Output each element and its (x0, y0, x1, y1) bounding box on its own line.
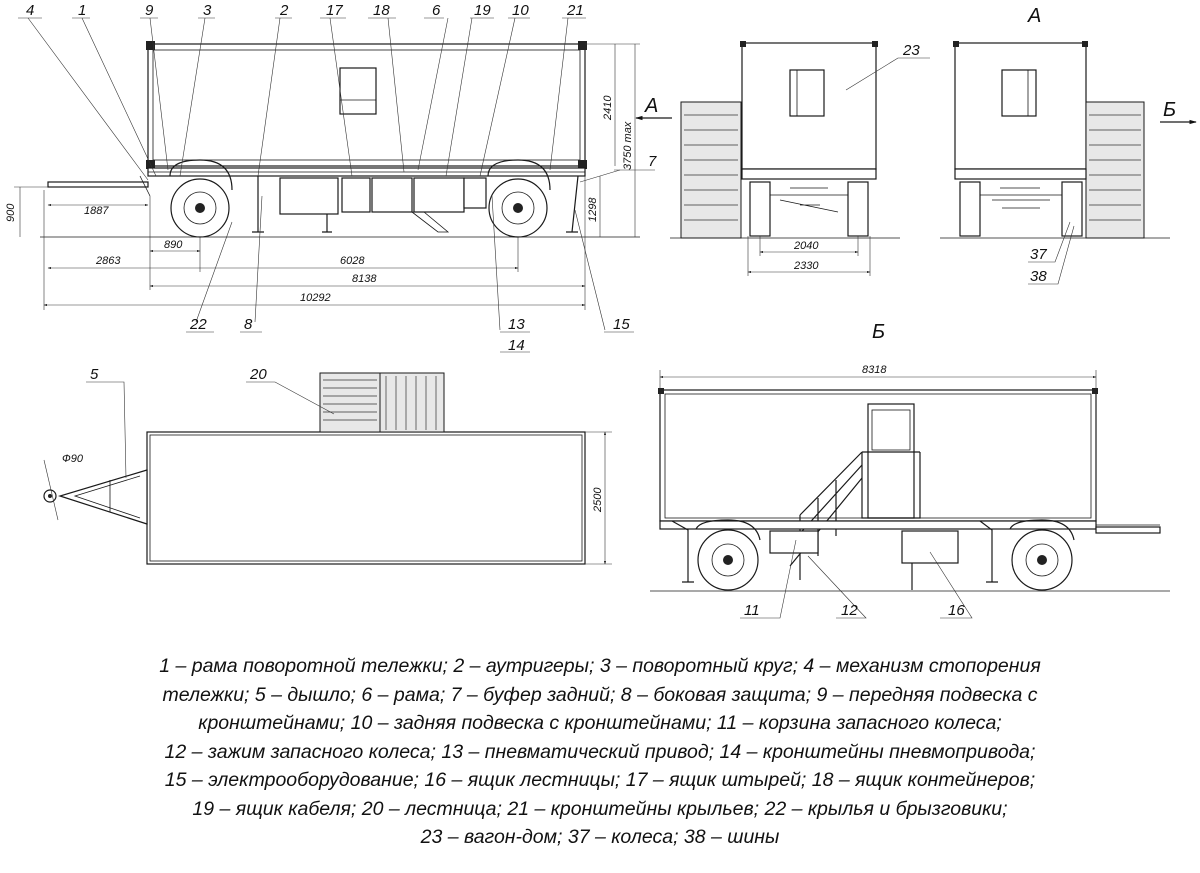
drawbar-side (47, 181, 149, 188)
callout-14: 14 (508, 337, 525, 354)
dim-890: 890 (164, 239, 183, 251)
dim-1298: 1298 (587, 197, 599, 222)
top-view (43, 372, 612, 565)
callout-labels: 4 1 9 3 2 17 18 6 19 10 21 7 22 8 13 14 … (26, 2, 1047, 619)
legend-line: тележки; 5 – дышло; 6 – рама; 7 – буфер … (162, 683, 1038, 706)
drawbar-top (57, 469, 148, 525)
dim-8138: 8138 (352, 273, 377, 285)
callout-15: 15 (613, 316, 630, 333)
legend-line: кронштейнами; 10 – задняя подвеска с кро… (198, 712, 1002, 734)
legend-line: 23 – вагон-дом; 37 – колеса; 38 – шины (420, 826, 780, 848)
callout-8: 8 (244, 316, 253, 333)
parts-legend: 1 – рама поворотной тележки; 2 – аутриге… (40, 652, 1160, 852)
dim-phi90: Ф90 (62, 453, 84, 465)
window-rear (1001, 69, 1037, 117)
callout-7: 7 (648, 153, 657, 170)
callout-22: 22 (189, 316, 207, 333)
dim-2330: 2330 (793, 260, 819, 272)
dim-3750: 3750 max (622, 121, 634, 170)
ladder-front (680, 101, 742, 239)
callout-2: 2 (279, 2, 289, 19)
dim-1887: 1887 (84, 205, 109, 217)
front-view (635, 41, 930, 276)
section-arrow-label-a: А (644, 95, 658, 117)
dim-8318: 8318 (862, 364, 887, 376)
ladder-box (901, 530, 959, 564)
spare-wheel-basket (769, 530, 819, 554)
callout-21: 21 (566, 2, 584, 19)
callout-11: 11 (744, 602, 760, 619)
view-label-a: А (1027, 5, 1041, 27)
callout-6: 6 (432, 2, 441, 19)
dim-2500: 2500 (592, 487, 604, 513)
van-roof-top (146, 431, 586, 565)
legend-line: 19 – ящик кабеля; 20 – лестница; 21 – кр… (192, 797, 1008, 820)
callout-20: 20 (249, 366, 267, 383)
rear-view (940, 41, 1197, 285)
window-front (789, 69, 825, 117)
deployed-view (650, 370, 1170, 619)
callout-3: 3 (203, 2, 212, 19)
legend-line: 15 – электрооборудование; 16 – ящик лест… (164, 769, 1036, 791)
view-labels: А Б А Б (644, 5, 1176, 343)
tire-rear-left (959, 181, 981, 237)
tire-front-left (749, 181, 771, 237)
ladder-top (319, 372, 381, 433)
legend-line: 12 – зажим запасного колеса; 13 – пневма… (164, 740, 1036, 763)
callout-10: 10 (512, 2, 529, 19)
callout-23: 23 (902, 42, 920, 59)
stair-platform (861, 451, 921, 519)
dim-6028: 6028 (340, 255, 365, 267)
side-view (14, 17, 655, 353)
tire-rear-right (1061, 181, 1083, 237)
dim-2410: 2410 (602, 95, 614, 121)
callout-4: 4 (26, 2, 34, 19)
callout-12: 12 (841, 602, 858, 619)
window-side (339, 67, 377, 115)
callout-13: 13 (508, 316, 525, 333)
view-label-b: Б (872, 321, 885, 343)
tire-front-right (847, 181, 869, 237)
dim-10292: 10292 (300, 292, 331, 304)
callout-38: 38 (1030, 268, 1047, 285)
callout-5: 5 (90, 366, 99, 383)
callout-17: 17 (326, 2, 343, 19)
ladder-rear (1085, 101, 1145, 239)
dim-2863: 2863 (95, 255, 121, 267)
side-protection-box (279, 177, 339, 215)
dim-900: 900 (5, 203, 17, 222)
dim-2040: 2040 (793, 240, 819, 252)
callout-16: 16 (948, 602, 965, 619)
dimension-labels: 1887 900 2863 890 6028 8138 10292 2410 3… (5, 95, 887, 513)
callout-1: 1 (78, 2, 86, 19)
legend-line: 1 – рама поворотной тележки; 2 – аутриге… (159, 655, 1041, 677)
callout-18: 18 (373, 2, 390, 19)
callout-9: 9 (145, 2, 154, 19)
technical-drawing: А Б А Б 4 1 9 3 2 17 18 6 19 10 21 7 22 … (5, 2, 1197, 619)
callout-37: 37 (1030, 246, 1047, 263)
section-arrow-label-b: Б (1163, 99, 1176, 121)
callout-19: 19 (474, 2, 491, 19)
door (867, 403, 915, 519)
